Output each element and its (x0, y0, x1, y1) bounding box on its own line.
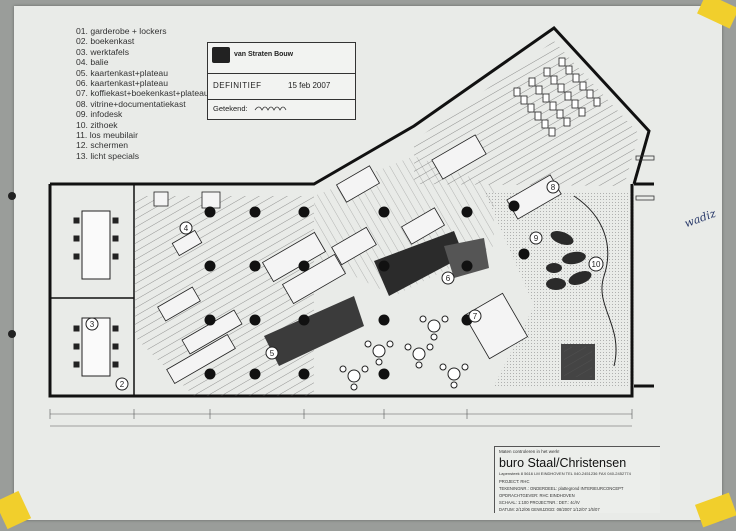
marker-label: 2 (120, 380, 125, 389)
legend-item: 06. kaartenkast+plateau (76, 77, 168, 88)
stamp-divider (208, 99, 355, 100)
work-tables-left (73, 210, 119, 377)
marker-label: 6 (446, 274, 451, 283)
marker-label: 9 (534, 234, 539, 243)
marker-label: 5 (270, 349, 275, 358)
marker: 2 (115, 377, 129, 391)
legend-item: 03. werktafels (76, 46, 130, 57)
legend-item: 12. schermen (76, 140, 129, 151)
punch-hole (8, 192, 16, 200)
stamp-company: van Straten Bouw (234, 51, 294, 58)
marker: 6 (441, 271, 455, 285)
legend-item: 08. vitrine+documentatiekast (76, 98, 186, 109)
legend-list: 01. garderobe + lockers 02. boekenkast 0… (76, 26, 209, 161)
floor-plan: 2 3 4 5 6 7 8 9 10 (48, 26, 655, 427)
marker: 3 (85, 317, 99, 331)
marker-label: 3 (90, 320, 95, 329)
section-markers (635, 155, 655, 201)
marker: 7 (468, 309, 482, 323)
dark-furniture (264, 231, 595, 380)
legend-item: 11. los meubilair (76, 129, 138, 140)
marker: 8 (546, 180, 560, 194)
company-logo-icon (212, 47, 230, 63)
legend-item: 10. zithoek (76, 119, 118, 130)
punch-hole (8, 330, 16, 338)
legend-item: 05. kaartenkast+plateau (76, 67, 168, 78)
curved-screen (573, 195, 617, 367)
stamp-divider (208, 73, 355, 74)
marker: 9 (529, 231, 543, 245)
title-row: DATUM: 2/12/06 GEWIJZIGD: 08/2007 1/12/0… (499, 507, 600, 512)
title-row: PROJECT: RHC (499, 479, 530, 484)
stamp-signed-label: Getekend: (213, 104, 248, 113)
marker: 4 (179, 221, 193, 235)
legend-item: 02. boekenkast (76, 36, 135, 47)
title-row: TEKENINGNR.: ONDERDEEL: plattegrond INTE… (499, 486, 624, 491)
legend-item: 01. garderobe + lockers (76, 26, 167, 36)
marker: 5 (265, 346, 279, 360)
stamp-date: 15 feb 2007 (288, 81, 331, 90)
drawing-sheet: 01. garderobe + lockers 02. boekenkast 0… (14, 6, 722, 520)
auditorium-seats (513, 57, 601, 137)
legend-item: 13. licht specials (76, 150, 140, 161)
title-row: OPDRACHTGEVER: RHC EINDHOVEN (499, 493, 575, 498)
marker-label: 10 (592, 260, 601, 269)
marker-label: 7 (473, 312, 478, 321)
zithoek-seats (546, 231, 592, 290)
desks (153, 134, 562, 384)
title-row: SCHAAL: 1:100 PROJECTNR.: DET.: 4c/IV (499, 500, 580, 505)
legend-item: 09. infodesk (76, 109, 123, 120)
marker-label: 8 (551, 183, 556, 192)
lounge-chairs (339, 315, 469, 391)
legend-item: 07. koffiekast+boekenkast+plateau (76, 88, 209, 99)
approval-stamp: van Straten Bouw DEFINITIEF 15 feb 2007 … (207, 42, 356, 120)
firm-name: buro Staal/Christensen (499, 456, 627, 470)
marker: 10 (588, 256, 604, 272)
firm-address: Lapensteek 8 5616 LM EINDHOVEN TEL 040-2… (499, 471, 631, 476)
stamp-status: DEFINITIEF (213, 81, 262, 90)
dimension-lines (49, 409, 633, 427)
title-block: Maten controleren in het werk! buro Staa… (494, 446, 660, 513)
title-note: Maten controleren in het werk! (499, 449, 560, 454)
signature-scribble (254, 106, 287, 111)
item-number-markers: 2 3 4 5 6 7 8 9 10 (85, 180, 604, 391)
legend-item: 04. balie (76, 57, 109, 68)
marker-label: 4 (184, 224, 189, 233)
